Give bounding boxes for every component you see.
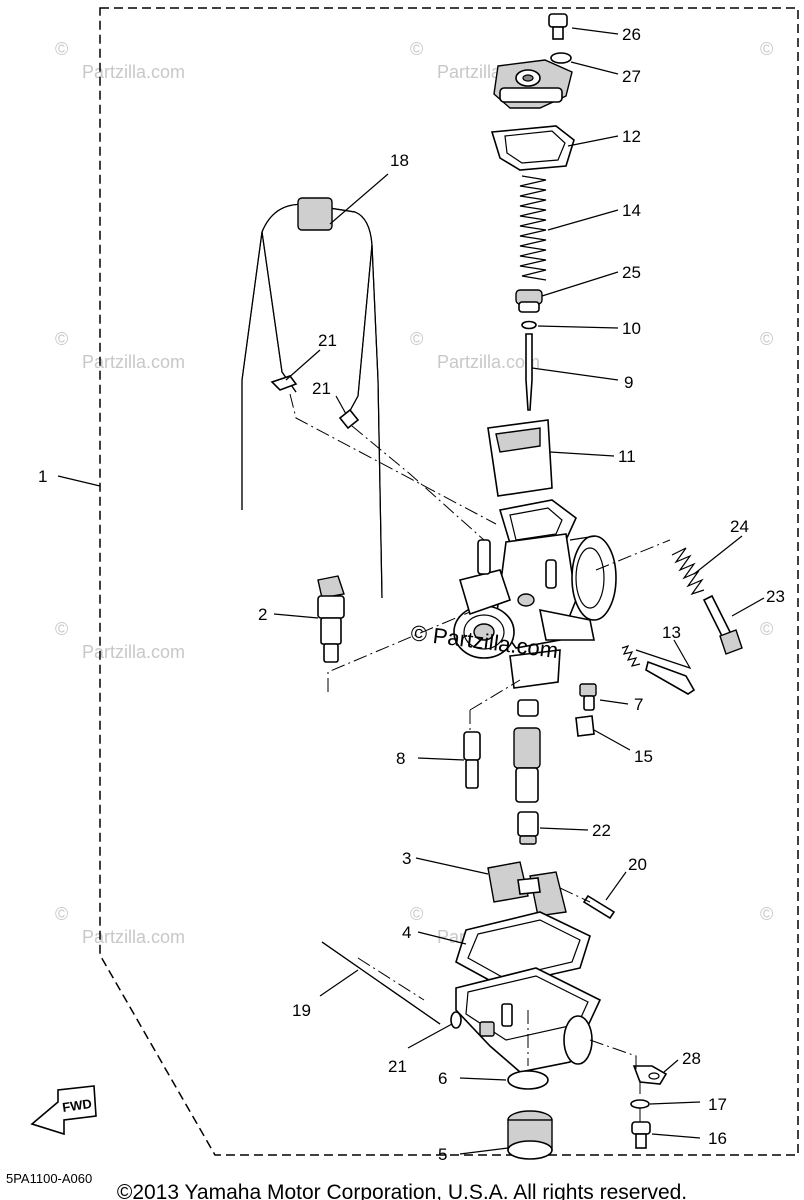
svg-text:©: © xyxy=(760,904,773,924)
callout-3: 3 xyxy=(402,849,411,868)
callout-5: 5 xyxy=(438,1145,447,1164)
part-27-washer xyxy=(550,52,572,64)
callout-4: 4 xyxy=(402,923,411,942)
assembly-boundary xyxy=(99,7,799,1156)
callout-2: 2 xyxy=(258,605,267,624)
callout-7: 7 xyxy=(634,695,643,714)
callout-28: 28 xyxy=(682,1049,701,1068)
part-26-screw xyxy=(548,13,568,40)
part-25-retainer xyxy=(515,289,543,313)
svg-text:©: © xyxy=(55,39,68,59)
callout-14: 14 xyxy=(622,201,641,220)
part-7-jet xyxy=(579,683,597,711)
svg-text:©: © xyxy=(410,329,423,349)
part-needle-jet xyxy=(513,699,541,803)
part-22-main-jet xyxy=(517,811,539,845)
part-18-vent-hose xyxy=(241,197,383,599)
assembly-lines xyxy=(289,393,671,1122)
svg-text:©: © xyxy=(410,39,423,59)
watermark: © Partzilla.com xyxy=(55,329,185,372)
part-17-washer xyxy=(630,1099,650,1109)
callout-27: 27 xyxy=(622,67,641,86)
callout-22: 22 xyxy=(592,821,611,840)
watermark: © xyxy=(760,329,773,349)
watermark-layer: © Partzilla.com © Partzilla.com © © Partzil… xyxy=(55,39,773,947)
part-14-spring xyxy=(519,175,547,281)
callout-11: 11 xyxy=(618,447,636,466)
svg-text:FWD: FWD xyxy=(61,1096,92,1115)
fwd-arrow-icon: FWD xyxy=(30,1085,97,1136)
callout-9: 9 xyxy=(624,373,633,392)
part-21-clamp xyxy=(338,408,360,430)
part-12-gasket xyxy=(490,125,575,171)
callout-10: 10 xyxy=(622,319,641,338)
leader-lines xyxy=(57,27,765,1155)
watermark: © xyxy=(760,39,773,59)
svg-text:©: © xyxy=(760,329,773,349)
part-28-bracket xyxy=(632,1065,668,1085)
part-11-throttle-valve xyxy=(487,419,553,497)
callout-25: 25 xyxy=(622,263,641,282)
callout-6: 6 xyxy=(438,1069,447,1088)
watermark: © xyxy=(760,619,773,639)
svg-text:Partzilla.com: Partzilla.com xyxy=(437,352,540,372)
part-6-o-ring xyxy=(507,1070,549,1090)
callout-15: 15 xyxy=(634,747,653,766)
part-10-clip xyxy=(521,320,537,330)
part-carburetor-body xyxy=(453,499,617,689)
callout-19: 19 xyxy=(292,1001,311,1020)
callout-20: 20 xyxy=(628,855,647,874)
callout-labels: 26 27 12 14 25 10 9 11 18 21 21 1 24 23 … xyxy=(38,25,785,1164)
part-3-float xyxy=(487,861,567,917)
watermark: © Partzilla.com xyxy=(55,39,185,82)
part-15-spacer xyxy=(575,715,595,737)
part-4-float-bowl-gasket xyxy=(455,911,591,987)
svg-text:©: © xyxy=(410,904,423,924)
watermark: © xyxy=(760,904,773,924)
part-23-screw xyxy=(702,594,743,655)
callout-24: 24 xyxy=(730,517,749,536)
callout-8: 8 xyxy=(396,749,405,768)
part-24-spring xyxy=(671,547,705,596)
svg-text:Partzilla.com: Partzilla.com xyxy=(82,927,185,947)
callout-21: 21 xyxy=(388,1057,407,1076)
part-5-drain-plug xyxy=(507,1110,553,1160)
svg-text:©: © xyxy=(55,619,68,639)
svg-text:©: © xyxy=(760,619,773,639)
part-21-clamp xyxy=(270,375,298,391)
watermark: © Partzilla.com xyxy=(55,619,185,662)
diagram-code: 5PA1100-A060 xyxy=(6,1171,92,1186)
part-19-overflow-hose xyxy=(321,941,441,1025)
part-13-pilot-screw xyxy=(621,644,696,695)
part-21-clamp-lower xyxy=(450,1011,462,1029)
callout-16: 16 xyxy=(708,1129,727,1148)
svg-text:Partzilla.com: Partzilla.com xyxy=(82,62,185,82)
callout-23: 23 xyxy=(766,587,785,606)
part-16-screw xyxy=(631,1121,651,1149)
callout-18: 18 xyxy=(390,151,409,170)
svg-text:©: © xyxy=(55,904,68,924)
callout-21: 21 xyxy=(318,331,337,350)
callout-12: 12 xyxy=(622,127,641,146)
part-8-pilot-jet xyxy=(463,731,481,789)
part-20-float-pin xyxy=(582,894,616,920)
part-2-starter-plunger xyxy=(317,575,345,663)
watermark: © Partzilla.com xyxy=(55,904,185,947)
callout-26: 26 xyxy=(622,25,641,44)
copyright-notice: ©2013 Yamaha Motor Corporation, U.S.A. A… xyxy=(117,1181,687,1200)
svg-text:Partzilla.com: Partzilla.com xyxy=(82,352,185,372)
callout-17: 17 xyxy=(708,1095,727,1114)
svg-text:Partzilla.com: Partzilla.com xyxy=(82,642,185,662)
svg-text:©: © xyxy=(760,39,773,59)
part-top-cover xyxy=(493,59,573,109)
part-9-needle xyxy=(525,333,533,411)
svg-text:©: © xyxy=(55,329,68,349)
callout-21: 21 xyxy=(312,379,331,398)
callout-1: 1 xyxy=(38,467,47,486)
watermark: © Partzilla.com xyxy=(410,329,540,372)
callout-13: 13 xyxy=(662,623,681,642)
